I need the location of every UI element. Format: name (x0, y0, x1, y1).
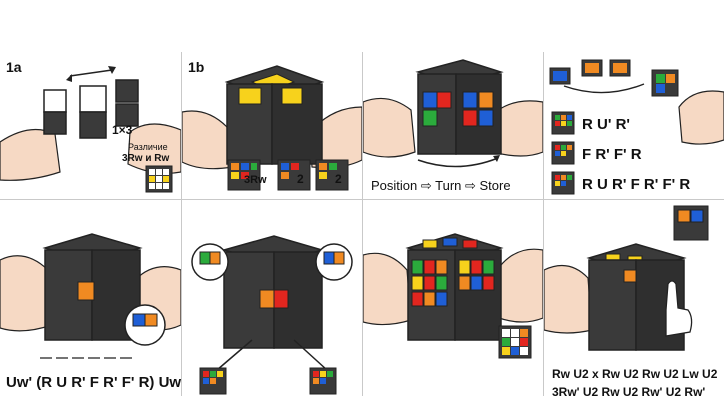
mini-cube-3rw (227, 159, 261, 191)
mini-cube-1a (145, 165, 173, 193)
mini-cube-left (199, 367, 227, 395)
dark-piece (43, 111, 67, 135)
panel-pair-edges (182, 200, 362, 402)
panel-edge-algorithms: R U' R' F R' F' R R U R' F R' F' R (544, 52, 724, 199)
mini-cube-right (309, 367, 337, 395)
zoom-right-orange (333, 251, 345, 265)
position-turn-store-caption: Position ⇨ Turn ⇨ Store (371, 178, 511, 193)
edge-piece-1 (549, 67, 571, 85)
swap-arrow (69, 69, 113, 77)
rotate-arrow-head (493, 155, 500, 162)
white-center (79, 85, 107, 113)
algorithm-1: R U' R' (582, 116, 630, 133)
divider-h (0, 199, 724, 200)
cube-4x4-center (221, 235, 325, 349)
zoom-left-orange (209, 251, 221, 265)
right-hand (496, 248, 543, 323)
edge-piece-2 (581, 59, 603, 77)
arrow-up-left (216, 339, 253, 371)
parity-edge-icon (673, 205, 709, 241)
uw-algorithm: Uw' (R U R' F R' F' R) Uw (6, 374, 181, 391)
divider-v1 (181, 52, 182, 396)
badge-3rw: 3Rw (244, 174, 267, 186)
mini-cube-2b (315, 159, 349, 191)
mini-cube-alg1 (551, 111, 575, 135)
left-hand (0, 255, 53, 332)
cube-4x4-yellow-top (224, 65, 325, 165)
panel-position-turn-store: Position ⇨ Turn ⇨ Store (363, 52, 543, 199)
zoom-right-blue (323, 251, 335, 265)
panel-uw-algorithm: Uw' (R U R' F R' F' R) Uw (0, 200, 181, 402)
dark-center (79, 111, 107, 139)
mini-cube-alg3 (551, 171, 575, 195)
parity-alg-line-2: 3Rw' U2 Rw U2 Rw' U2 Rw' (552, 385, 705, 399)
left-hand (182, 110, 233, 170)
badge-2b: 2 (335, 172, 342, 186)
right-hand (309, 106, 362, 169)
panel-parity-algorithm: Rw U2 x Rw U2 Rw U2 Lw U2 3Rw' U2 Rw U2 … (544, 200, 724, 402)
panel-1a: 1a 1×3 Различие 3Rw и Rw (0, 52, 181, 199)
panel-scrambled-cube (363, 200, 543, 402)
arrow-head-left (66, 74, 72, 82)
zoom-blue-sticker (132, 313, 146, 327)
panel-1b: 1b 3Rw (182, 52, 362, 199)
left-hand (544, 264, 593, 334)
rotate-arrow (417, 157, 499, 168)
algorithm-3: R U R' F R' F' R (582, 176, 690, 193)
note-line-2: 3Rw и Rw (122, 153, 169, 164)
parity-alg-line-1: Rw U2 x Rw U2 Rw U2 Lw U2 (552, 367, 718, 381)
divider-v2 (362, 52, 363, 396)
zoom-orange-sticker (144, 313, 158, 327)
step-label-1a: 1a (6, 59, 22, 75)
divider-v3 (543, 52, 544, 396)
mini-cube-solved (498, 325, 532, 359)
target-cube (651, 69, 679, 97)
arrow-head-right (108, 66, 116, 74)
edge-piece-3 (609, 59, 631, 77)
left-hand (0, 128, 61, 181)
zoom-left-green (199, 251, 211, 265)
cube-4x4-scrambled (405, 233, 504, 341)
left-hand (363, 97, 416, 158)
left-hand (363, 252, 412, 326)
mini-cube-2a (277, 159, 311, 191)
flip-arrow (563, 83, 645, 94)
step-label-1b: 1b (188, 59, 204, 75)
white-piece (43, 89, 67, 113)
corner-piece-bottom (115, 103, 139, 127)
pointing-hand-icon (665, 280, 693, 337)
cube-4x4-multicolor (415, 59, 504, 155)
note-line-1: Различие (128, 142, 168, 152)
corner-piece-top (115, 79, 139, 103)
right-hand (678, 90, 724, 145)
count-label: 1×3 (112, 123, 133, 137)
arrow-up-right (293, 339, 328, 371)
algorithm-2: F R' F' R (582, 146, 642, 163)
mini-cube-alg2 (551, 141, 575, 165)
badge-2a: 2 (297, 172, 304, 186)
